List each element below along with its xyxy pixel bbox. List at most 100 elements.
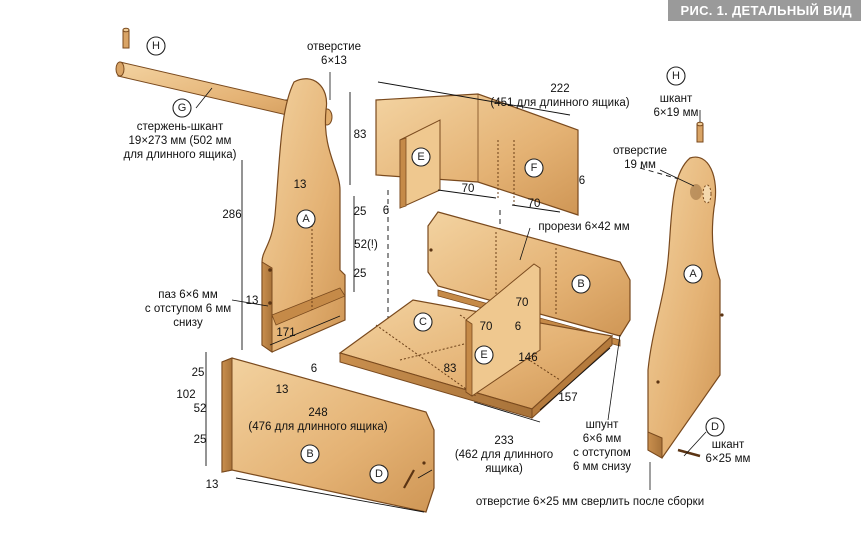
dim-13-d: 13 (276, 384, 289, 396)
dim-25-d: 25 (194, 434, 207, 446)
badge-h-left-label: H (152, 40, 160, 52)
part-badges: H G A E F B C E B D H A D (146, 36, 725, 484)
callout-groove-line1: паз 6×6 мм (158, 289, 218, 301)
dim-146: 146 (518, 352, 537, 364)
right-end-panel-a (647, 156, 724, 459)
dim-70-a: 70 (462, 183, 475, 195)
dim-52-excl: 52(!) (354, 239, 378, 251)
badge-h-right-label: H (672, 70, 680, 82)
badge-g-label: G (178, 102, 187, 114)
badge-e-low: E (474, 345, 494, 365)
callout-groove: паз 6×6 мм с отступом 6 мм снизу (145, 289, 231, 329)
badge-e-top: E (411, 147, 431, 167)
callout-groove-line3: снизу (173, 317, 203, 329)
dim-52: 52 (194, 403, 207, 415)
dim-13-a: 13 (294, 179, 307, 191)
callout-right-hole-line2: 19 мм (624, 159, 656, 171)
callout-right-dowel-line1: шкант (660, 93, 693, 105)
badge-a-left-label: A (302, 213, 310, 225)
callout-right-dowel: шкант 6×19 мм (654, 93, 699, 119)
callout-dowel-b-line2: 6×6 мм (583, 433, 622, 445)
dim-70-b: 70 (528, 198, 541, 210)
badge-c-label: C (419, 316, 427, 328)
dim-25-b: 25 (354, 268, 367, 280)
dim-6-a: 6 (383, 205, 389, 217)
callout-233-line2: (462 для длинного (455, 449, 553, 461)
dim-83-a: 83 (354, 129, 367, 141)
callout-hole-top-line1: отверстие (307, 41, 361, 53)
callout-dowel-d: шкант 6×25 мм (706, 439, 751, 465)
callout-hole-top-line2: 6×13 (321, 55, 347, 67)
callout-dowel-d-line1: шкант (712, 439, 745, 451)
badge-a-left: A (296, 209, 316, 229)
badge-e-low-label: E (480, 349, 487, 361)
badge-f: F (524, 158, 544, 178)
badge-f-label: F (531, 162, 538, 174)
dimension-lines (205, 81, 611, 513)
callout-right-dowel-line2: 6×19 мм (654, 107, 699, 119)
dim-6-b: 6 (579, 175, 585, 187)
callout-rod-line1: стержень-шкант (137, 121, 224, 133)
callout-rod-line2: 19×273 мм (502 мм (129, 135, 232, 147)
callout-hole-top: отверстие 6×13 (307, 41, 361, 67)
callout-rod: стержень-шкант 19×273 мм (502 мм для дли… (124, 121, 237, 161)
dim-25-a: 25 (354, 206, 367, 218)
callout-233-line3: ящика) (485, 463, 523, 475)
badge-d-front: D (369, 464, 389, 484)
dim-286: 286 (222, 209, 241, 221)
figure-title: РИС. 1. ДЕТАЛЬНЫЙ ВИД (668, 0, 861, 21)
dim-70-d: 70 (480, 321, 493, 333)
callout-rod-line3: для длинного ящика) (124, 149, 237, 161)
callout-slots: прорези 6×42 мм (538, 221, 629, 233)
callout-dowel-b-line1: шпунт (586, 419, 620, 431)
callout-right-hole-line1: отверстие (613, 145, 667, 157)
dim-13-c: 13 (206, 479, 219, 491)
callout-dowel-b: шпунт 6×6 мм с отступом 6 мм снизу (573, 419, 631, 473)
badge-d-front-label: D (375, 468, 383, 480)
dim-13-b: 13 (246, 295, 259, 307)
callout-248-line1: 248 (308, 407, 327, 419)
callout-drill: отверстие 6×25 мм сверлить после сборки (476, 496, 704, 508)
dim-70-c: 70 (516, 297, 529, 309)
side-panel-b-front (221, 357, 435, 513)
callout-248-line2: (476 для длинного ящика) (248, 421, 387, 433)
badge-b-back: B (571, 274, 591, 294)
callout-dowel-b-line3: с отступом (573, 447, 631, 459)
badge-c: C (413, 312, 433, 332)
callout-222-line1: 222 (550, 83, 569, 95)
dimension-values: 286 13 25 52(!) 25 171 13 83 6 70 70 6 7… (176, 129, 585, 491)
dim-6-d: 6 (311, 363, 317, 375)
dowel-part-d-right (677, 448, 701, 458)
badge-b-front: B (300, 444, 320, 464)
dim-171: 171 (276, 327, 295, 339)
callout-dowel-d-line2: 6×25 мм (706, 453, 751, 465)
callout-groove-line2: с отступом 6 мм (145, 303, 231, 315)
badge-b-back-label: B (577, 278, 584, 290)
dim-102: 102 (176, 389, 195, 401)
badge-h-right: H (666, 66, 686, 86)
dim-83-b: 83 (444, 363, 457, 375)
badge-a-right-label: A (689, 268, 697, 280)
callout-right-hole: отверстие 19 мм (613, 145, 667, 171)
badge-g: G (172, 98, 192, 118)
divider-panel-e-top (375, 93, 579, 216)
dowel-part-h-left (122, 27, 130, 49)
callout-222-line2: (451 для длинного ящика) (490, 97, 629, 109)
dim-25-c: 25 (192, 367, 205, 379)
badge-a-right: A (683, 264, 703, 284)
callout-233-line1: 233 (494, 435, 513, 447)
callout-length-248: 248 (476 для длинного ящика) (248, 407, 387, 433)
leader-lines (195, 72, 707, 490)
badge-h-left: H (146, 36, 166, 56)
callout-dowel-b-line4: 6 мм снизу (573, 461, 631, 473)
badge-e-top-label: E (417, 151, 424, 163)
dowel-part-h-right (696, 121, 704, 143)
callout-length-233: 233 (462 для длинного ящика) (455, 435, 553, 475)
badge-b-front-label: B (306, 448, 313, 460)
callout-length-222: 222 (451 для длинного ящика) (490, 83, 629, 109)
badge-d-right-label: D (711, 421, 719, 433)
badge-d-right: D (705, 417, 725, 437)
dim-6-c: 6 (515, 321, 521, 333)
